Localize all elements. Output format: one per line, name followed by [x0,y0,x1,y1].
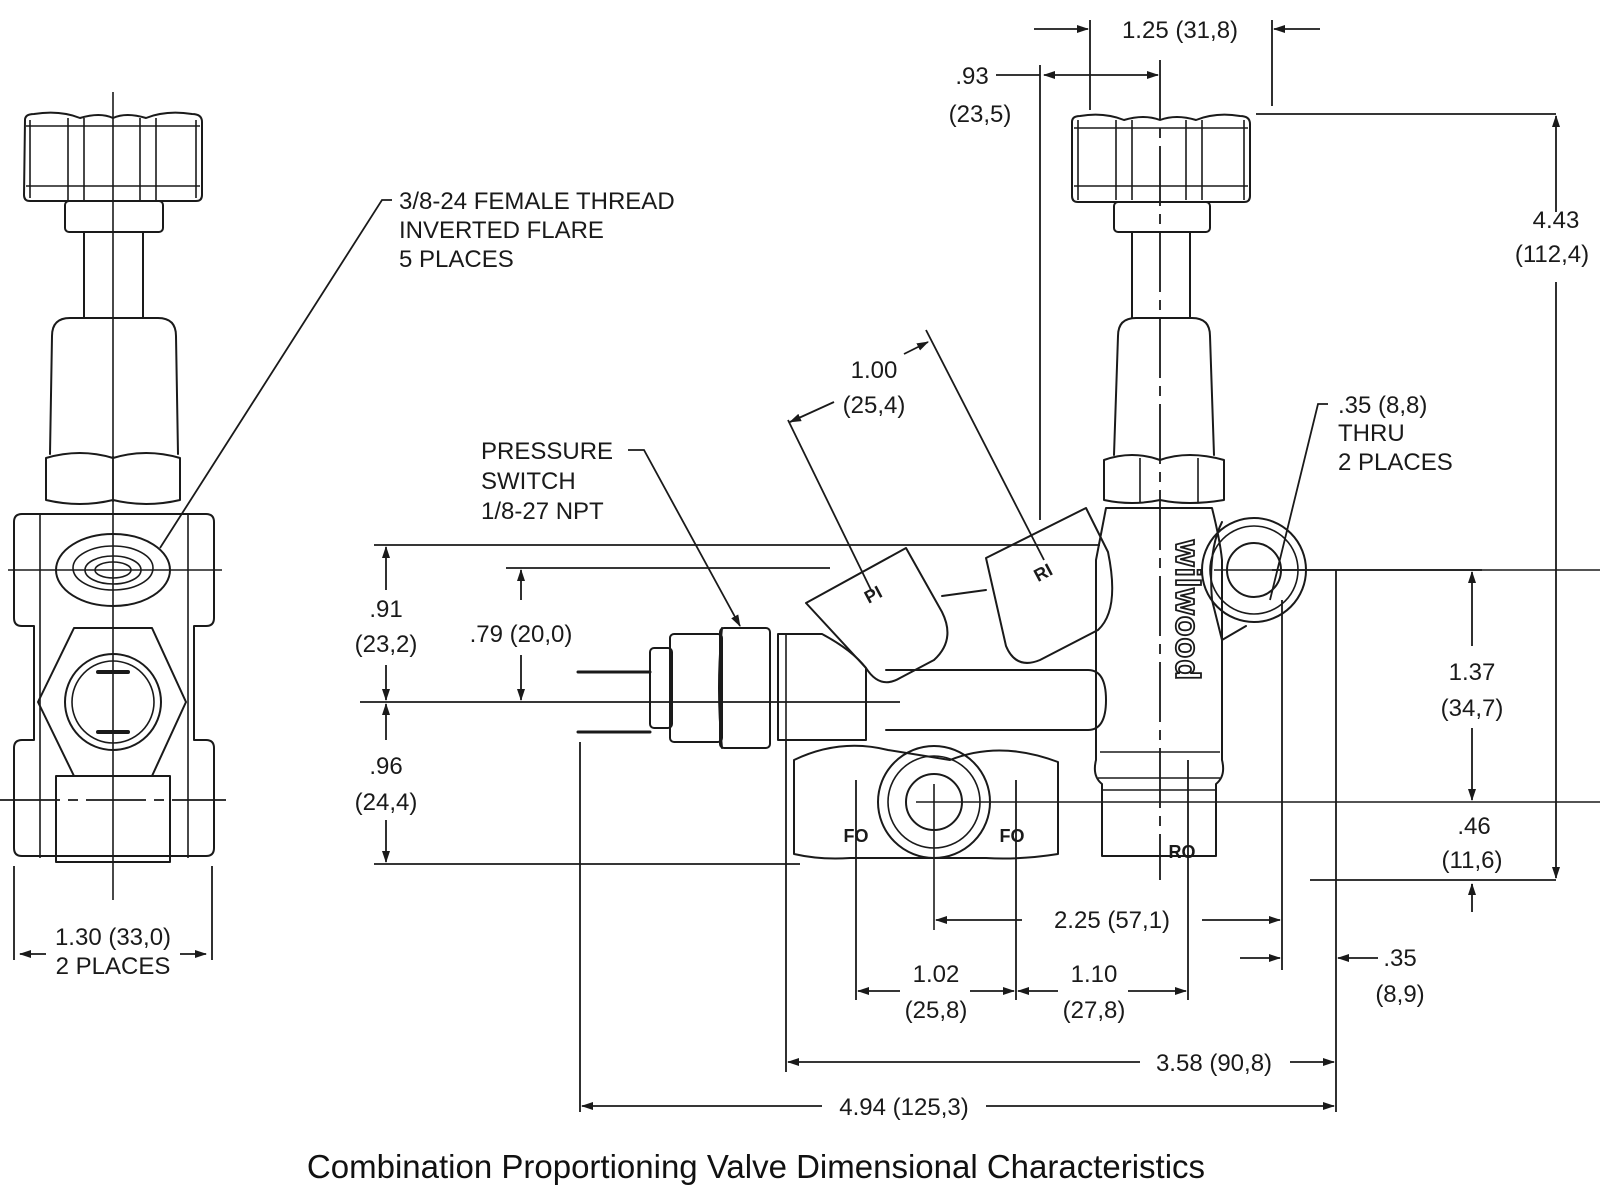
port-label-ro: RO [1169,842,1196,862]
dim-fo-spacing: 1.02 [913,961,960,988]
thru-hole-line-1: .35 (8,8) [1338,392,1427,419]
port-label-ri: RI [1031,560,1056,586]
thru-hole-line-3: 2 PLACES [1338,449,1453,476]
thread-callout: 3/8-24 FEMALE THREAD INVERTED FLARE 5 PL… [399,188,675,273]
dim-knob-offset: .93 [955,63,988,90]
side-hex-nut [45,452,181,505]
ri-port [985,507,1114,664]
side-width-note: 2 PLACES [56,953,171,980]
dim-mount-spacing-h: 2.25 (57,1) [1054,907,1170,934]
dim-lower-to-center-mm: (24,4) [355,789,418,816]
side-bottom-port [55,775,171,863]
side-body [13,513,215,857]
dim-lower-to-center: .96 [369,753,402,780]
dim-overall-height: 4.43 [1533,207,1580,234]
front-bonnet [1113,317,1215,456]
dim-port-spacing: 1.00 [851,357,898,384]
fo-block [793,744,1059,860]
dimension-lines [374,20,1560,1112]
switch-boss [777,633,867,741]
port-label-fo-right: FO [1000,826,1025,846]
dim-switch-offset: .79 (20,0) [470,621,573,648]
dim-upper-to-center-mm: (23,2) [355,631,418,658]
dim-mount-spacing-v-mm: (34,7) [1441,695,1504,722]
dim-knob-width: 1.25 (31,8) [1122,17,1238,44]
dim-mount-edge: .35 [1383,945,1416,972]
pressure-switch-line-1: PRESSURE [481,438,613,465]
dim-body-length: 3.58 (90,8) [1156,1050,1272,1077]
thru-hole-callout: .35 (8,8) THRU 2 PLACES [1338,392,1453,476]
dim-mount-to-base-mm: (11,6) [1442,847,1503,874]
front-hex-nut [1103,454,1225,504]
thread-callout-line-3: 5 PLACES [399,246,514,273]
dim-fo-to-ro-mm: (27,8) [1063,997,1126,1024]
pressure-switch [576,627,771,749]
dim-overall-height-mm: (112,4) [1515,241,1589,268]
dim-mount-spacing-v: 1.37 [1449,659,1496,686]
front-body [1093,507,1225,857]
port-label-pi: PI [861,582,885,608]
thread-callout-line-1: 3/8-24 FEMALE THREAD [399,188,675,215]
dim-mount-to-base: .46 [1457,813,1490,840]
dim-mount-edge-mm: (8,9) [1375,981,1424,1008]
pressure-switch-line-3: 1/8-27 NPT [481,498,604,525]
dim-upper-to-center: .91 [369,596,402,623]
side-knob [23,111,203,233]
thru-hole-line-2: THRU [1338,420,1405,447]
side-bonnet [49,317,179,455]
pressure-switch-callout: PRESSURE SWITCH 1/8-27 NPT [481,438,613,525]
pressure-switch-line-2: SWITCH [481,468,576,495]
cross-passage [885,669,1107,731]
side-width-dimension: 1.30 (33,0) [55,924,171,951]
drawing-title: Combination Proportioning Valve Dimensio… [307,1148,1205,1185]
dim-overall-length: 4.94 (125,3) [839,1094,968,1121]
side-view [0,92,392,960]
dim-port-spacing-mm: (25,4) [843,392,906,419]
front-view [360,60,1600,930]
thread-callout-line-2: INVERTED FLARE [399,217,604,244]
brand-logo: wilwood [1168,539,1206,681]
dim-fo-to-ro: 1.10 [1071,961,1118,988]
dim-fo-spacing-mm: (25,8) [905,997,968,1024]
pi-port [805,547,949,684]
front-knob [1071,113,1251,233]
side-switch-hex [37,627,187,777]
dim-knob-offset-mm: (23,5) [949,101,1012,128]
